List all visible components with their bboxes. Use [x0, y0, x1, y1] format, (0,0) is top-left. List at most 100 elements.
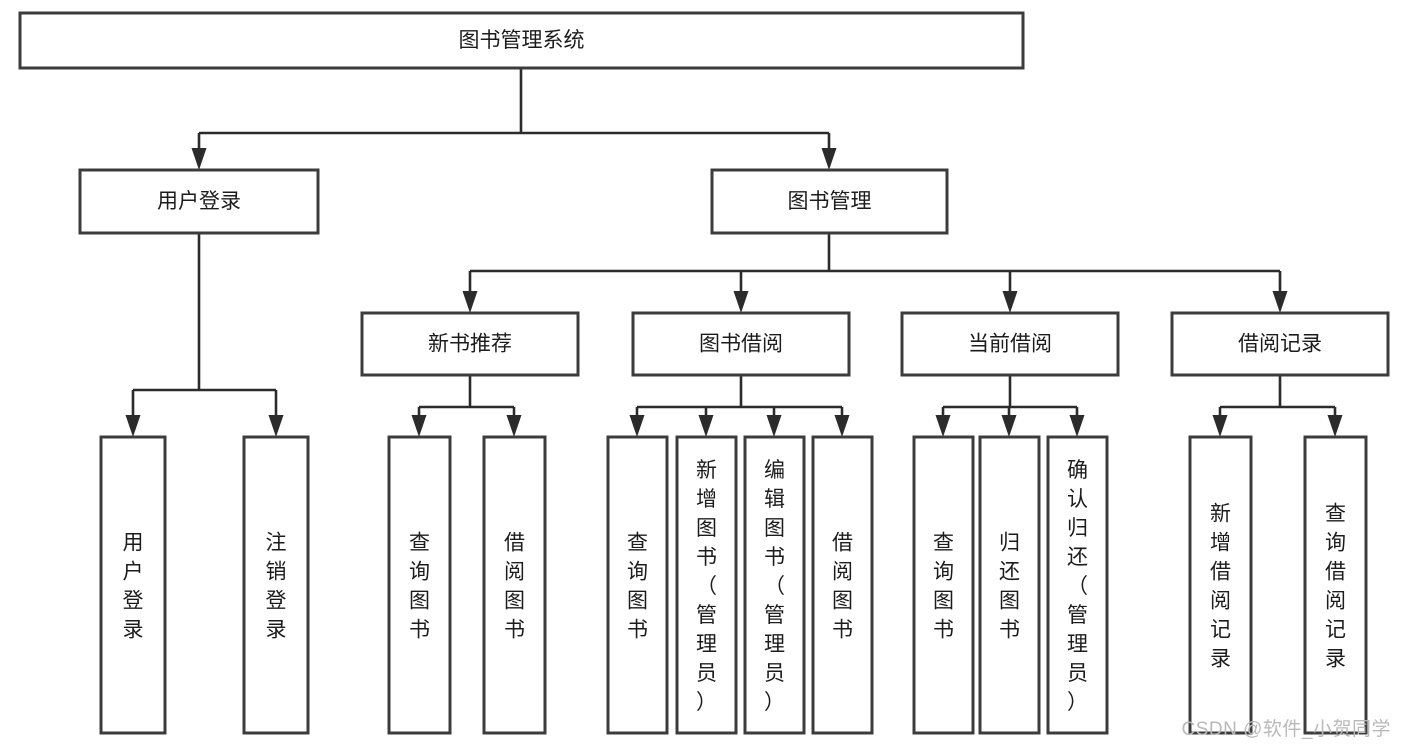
node-leaf-borrow-book-1[interactable]: 借阅图书借阅图书: [482, 435, 547, 735]
node-label-char: 登: [266, 590, 287, 613]
arrow-head-icon: [766, 415, 782, 437]
node-label-char: 记: [1210, 619, 1231, 642]
node-box-leaf-confirm-return[interactable]: [1046, 435, 1109, 735]
node-book-borrow[interactable]: 图书借阅: [631, 311, 851, 377]
node-box-new-book-recommend[interactable]: [360, 311, 580, 377]
arrow-head-icon: [191, 148, 207, 170]
node-box-root[interactable]: [18, 11, 1025, 70]
node-box-leaf-query-book-1[interactable]: [387, 435, 452, 735]
node-box-leaf-borrow-book-2[interactable]: [811, 435, 874, 735]
node-label-char: 书: [933, 619, 954, 642]
node-box-leaf-logout[interactable]: [242, 435, 310, 735]
node-label-char: 图: [627, 590, 648, 613]
connector-group-root-to-level1: [191, 68, 837, 170]
arrow-head-icon: [733, 291, 749, 313]
node-leaf-query-book-1[interactable]: 查询图书查询图书: [387, 435, 452, 735]
node-label-char: 管: [696, 604, 717, 627]
node-label-char: 销: [266, 561, 287, 584]
node-label-char: 图: [409, 590, 430, 613]
node-label-char: ）: [764, 691, 785, 714]
node-label-char: 询: [409, 561, 430, 584]
node-box-leaf-borrow-book-1[interactable]: [482, 435, 547, 735]
node-label-char: 图: [504, 590, 525, 613]
arrow-head-icon: [411, 415, 427, 437]
node-label-char: 还: [1067, 546, 1088, 569]
node-label-char: 询: [1325, 532, 1346, 555]
node-label-char: 书: [409, 619, 430, 642]
node-label-char: 图: [696, 517, 717, 540]
node-leaf-query-book-3[interactable]: 查询图书查询图书: [912, 435, 975, 735]
node-box-book-management[interactable]: [710, 168, 949, 235]
node-label-char: 书: [832, 619, 853, 642]
node-box-leaf-edit-book[interactable]: [743, 435, 806, 735]
node-book-management[interactable]: 图书管理: [710, 168, 949, 235]
node-leaf-add-borrow-record[interactable]: 新增借阅记录新增借阅记录: [1188, 435, 1253, 735]
node-box-book-borrow[interactable]: [631, 311, 851, 377]
node-label-char: 员: [764, 662, 785, 685]
node-label-root: 图书管理系统: [459, 29, 585, 52]
node-leaf-borrow-book-2[interactable]: 借阅图书借阅图书: [811, 435, 874, 735]
node-leaf-return-book[interactable]: 归还图书归还图书: [978, 435, 1041, 735]
node-label-char: 用: [123, 532, 144, 555]
node-box-current-borrow[interactable]: [900, 311, 1120, 377]
node-borrow-record[interactable]: 借阅记录: [1170, 311, 1390, 377]
node-label-book-borrow: 图书借阅: [699, 333, 783, 356]
node-label-char: 归: [999, 532, 1020, 555]
connector-group-current-to-leaves: [935, 375, 1085, 437]
arrow-head-icon: [462, 291, 478, 313]
node-label-char: 记: [1325, 619, 1346, 642]
node-label-char: 查: [1325, 503, 1346, 526]
node-label-char: 还: [999, 561, 1020, 584]
node-box-leaf-query-borrow-record[interactable]: [1303, 435, 1368, 735]
node-box-leaf-query-book-3[interactable]: [912, 435, 975, 735]
node-label-char: 借: [504, 532, 525, 555]
node-leaf-query-book-2[interactable]: 查询图书查询图书: [606, 435, 669, 735]
arrow-head-icon: [1272, 291, 1288, 313]
node-label-char: 管: [1067, 604, 1088, 627]
arrow-head-icon: [821, 148, 837, 170]
node-label-char: 书: [504, 619, 525, 642]
node-label-char: 书: [696, 546, 717, 569]
node-box-leaf-add-book[interactable]: [675, 435, 738, 735]
node-box-borrow-record[interactable]: [1170, 311, 1390, 377]
node-label-char: 录: [1210, 648, 1231, 671]
node-leaf-user-login[interactable]: 用户登录用户登录: [99, 435, 167, 735]
node-label-book-management: 图书管理: [788, 190, 872, 213]
node-box-leaf-user-login[interactable]: [99, 435, 167, 735]
node-box-leaf-query-book-2[interactable]: [606, 435, 669, 735]
node-label-char: 理: [1067, 633, 1088, 656]
node-root[interactable]: 图书管理系统: [18, 11, 1025, 70]
node-label-char: 图: [764, 517, 785, 540]
arrow-head-icon: [834, 415, 850, 437]
node-label-char: 辑: [764, 488, 785, 511]
node-label-char: ）: [1067, 691, 1088, 714]
node-label-char: 阅: [504, 561, 525, 584]
node-box-leaf-return-book[interactable]: [978, 435, 1041, 735]
node-label-char: 编: [764, 459, 785, 482]
node-user-login[interactable]: 用户登录: [78, 168, 320, 235]
node-label-char: 书: [627, 619, 648, 642]
node-label-char: 询: [627, 561, 648, 584]
node-label-char: 书: [999, 619, 1020, 642]
node-new-book-recommend[interactable]: 新书推荐: [360, 311, 580, 377]
connector-group-record-to-leaves: [1212, 375, 1343, 437]
node-label-char: 录: [266, 619, 287, 642]
node-current-borrow[interactable]: 当前借阅: [900, 311, 1120, 377]
node-label-char: 阅: [1210, 590, 1231, 613]
node-label-char: 阅: [1325, 590, 1346, 613]
node-box-leaf-add-borrow-record[interactable]: [1188, 435, 1253, 735]
node-label-char: 录: [1325, 648, 1346, 671]
arrow-head-icon: [1327, 415, 1343, 437]
node-leaf-query-borrow-record[interactable]: 查询借阅记录查询借阅记录: [1303, 435, 1368, 735]
node-label-char: ）: [696, 691, 717, 714]
node-box-user-login[interactable]: [78, 168, 320, 235]
node-label-user-login: 用户登录: [157, 190, 241, 213]
node-leaf-logout[interactable]: 注销登录注销登录: [242, 435, 310, 735]
connector-group-user-login-to-leaves: [125, 233, 284, 437]
node-label-char: 借: [832, 532, 853, 555]
node-label-char: （: [764, 575, 785, 598]
